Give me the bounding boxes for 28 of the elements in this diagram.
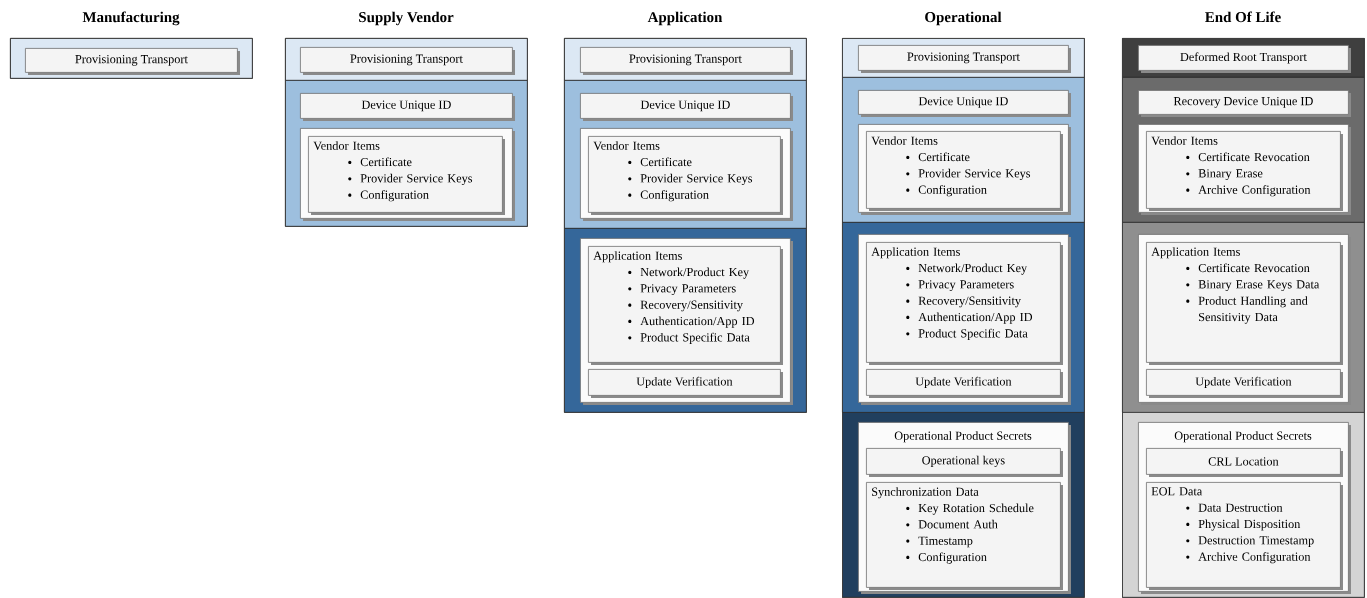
label-box: Update Verification [866, 369, 1063, 398]
label-box: Device Unique ID [300, 93, 515, 121]
list-box: Vendor Items Certificate Revocation Binary Erase Archive Configuration [1146, 131, 1343, 211]
list-box: Application Items Certificate Revocation Binary Erase Keys Data Product Handling and Sensitivity Data [1146, 242, 1343, 365]
list-box: Vendor Items Certificate Provider Service Keys Configuration [308, 136, 505, 215]
label-box: Provisioning Transport [300, 47, 515, 75]
list-box: Vendor Items Certificate Provider Service Keys Configuration [588, 136, 783, 215]
list-box: Application Items Network/Product Key Privacy Parameters Recovery/Sensitivity Authentication/App ID Product Specific Data [866, 242, 1063, 365]
label-box: Device Unique ID [858, 90, 1071, 117]
label-box: Device Unique ID [580, 93, 793, 121]
node-label: Operational [925, 11, 1002, 26]
node-label: End Of Life [1205, 11, 1281, 23]
node-label: Manufacturing [82, 11, 180, 26]
list-box: EOL Data Data Destruction Physical Disposition Destruction Timestamp Archive Configuration [1146, 482, 1343, 590]
label-box: Operational keys [866, 448, 1063, 477]
node-label: Supply Vendor [359, 11, 454, 26]
label-box: Deformed Root Transport [1138, 45, 1351, 73]
label-box: Provisioning Transport [858, 45, 1071, 73]
list-box: Vendor Items Certificate Provider Service Keys Configuration [866, 131, 1063, 211]
label-box: Provisioning Transport [580, 47, 793, 75]
list-box: Synchronization Data Key Rotation Schedule Document Auth Timestamp Configuration [866, 482, 1063, 590]
node-label: Application [647, 11, 723, 26]
list-box: Application Items Network/Product Key Privacy Parameters Recovery/Sensitivity Authentication/App ID Product Specific Data [588, 246, 783, 365]
label-box: Update Verification [1146, 369, 1343, 398]
label-box: CRL Location [1146, 448, 1343, 477]
label-box: Update Verification [588, 369, 783, 398]
label-box: Recovery Device Unique ID [1138, 90, 1351, 117]
label-box: Provisioning Transport [25, 48, 240, 75]
